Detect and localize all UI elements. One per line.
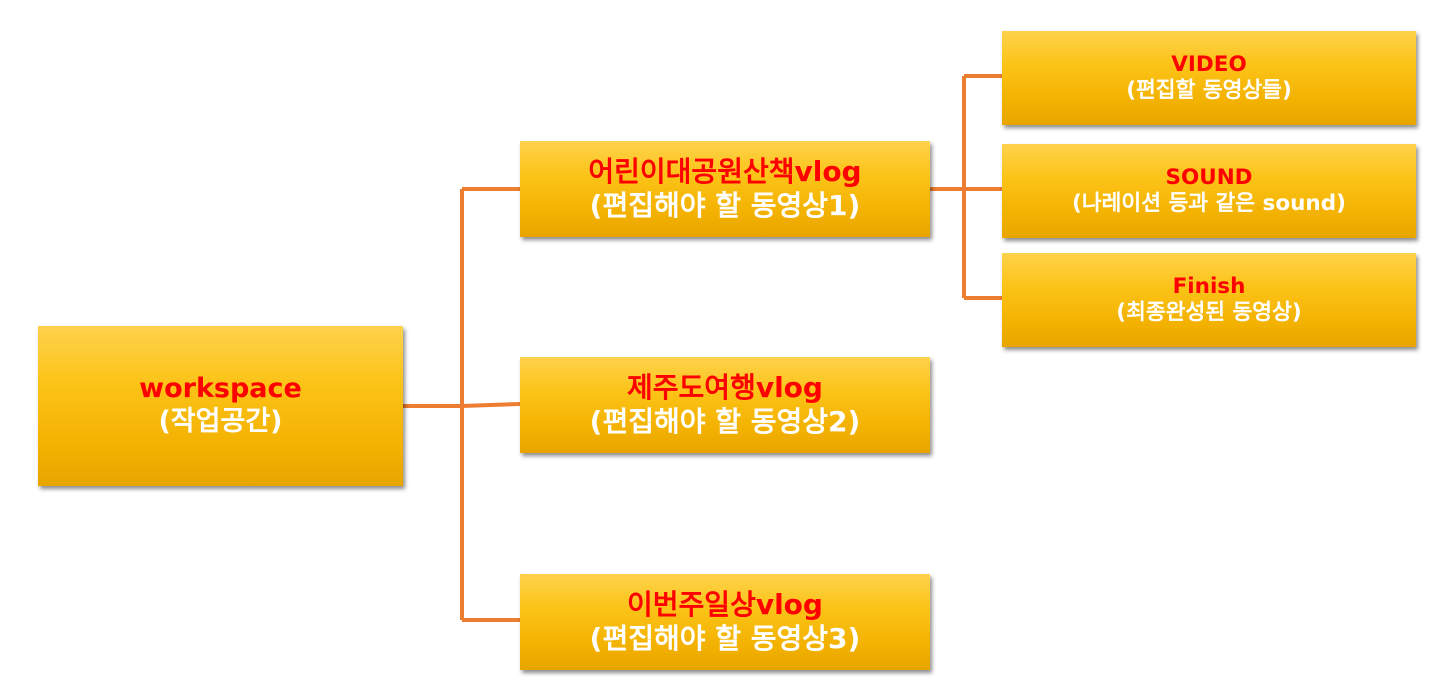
project-title: 어린이대공원산책vlog (588, 154, 862, 188)
project-node-this-week: 이번주일상vlog (편집해야 할 동영상3) (520, 574, 930, 670)
project-subtitle: (편집해야 할 동영상1) (589, 189, 861, 222)
folder-title: VIDEO (1171, 51, 1247, 77)
folder-node-finish: Finish (최종완성된 동영상) (1002, 253, 1416, 347)
folder-node-sound: SOUND (나레이션 등과 같은 sound) (1002, 144, 1416, 238)
workspace-node: workspace (작업공간) (38, 326, 403, 486)
workspace-title: workspace (139, 373, 302, 405)
connector-mid2 (461, 402, 521, 408)
folder-node-video: VIDEO (편집할 동영상들) (1002, 31, 1416, 125)
project-node-jeju-trip: 제주도여행vlog (편집해야 할 동영상2) (520, 357, 930, 453)
workspace-subtitle: (작업공간) (158, 406, 283, 437)
project-subtitle: (편집해야 할 동영상2) (589, 405, 861, 438)
project-title: 제주도여행vlog (627, 370, 823, 404)
folder-subtitle: (편집할 동영상들) (1126, 78, 1292, 103)
project-node-children-park: 어린이대공원산책vlog (편집해야 할 동영상1) (520, 141, 930, 237)
project-title: 이번주일상vlog (627, 587, 823, 621)
project-subtitle: (편집해야 할 동영상3) (589, 622, 861, 655)
folder-subtitle: (최종완성된 동영상) (1116, 300, 1302, 325)
folder-subtitle: (나레이션 등과 같은 sound) (1072, 191, 1346, 216)
folder-title: SOUND (1165, 164, 1253, 190)
folder-title: Finish (1172, 273, 1246, 299)
